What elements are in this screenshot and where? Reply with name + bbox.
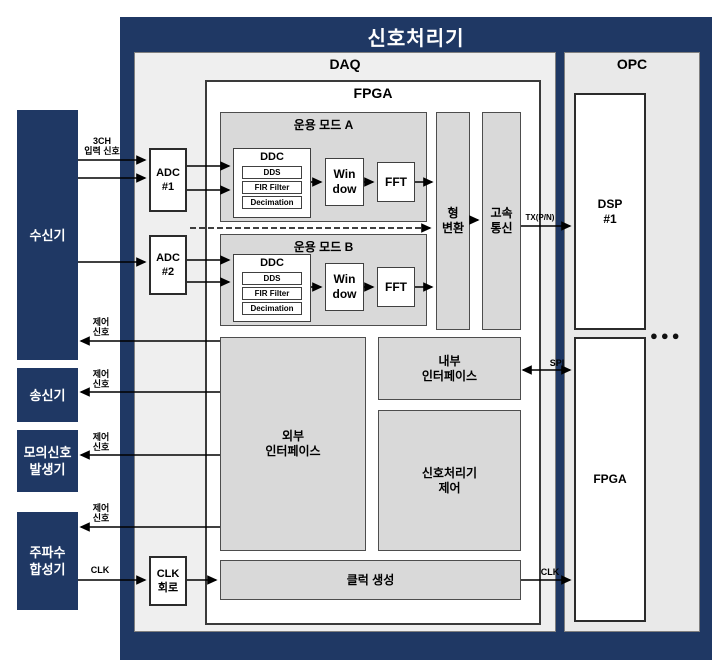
fir-filter-a-block: FIR Filter — [242, 181, 302, 194]
opc-fpga-block: FPGA — [574, 337, 646, 622]
fft-a-block: FFT — [377, 162, 415, 202]
more-units-ellipsis: ●●● — [650, 328, 683, 343]
ddc-b-block: DDC DDS FIR Filter Decimation — [233, 254, 311, 322]
adc1-block: ADC #1 — [149, 148, 187, 212]
transmitter-box: 송신기 — [17, 368, 78, 422]
high-speed-comm-block: 고속 통신 — [482, 112, 521, 330]
ddc-b-label: DDC — [260, 257, 284, 269]
ddc-a-block: DDC DDS FIR Filter Decimation — [233, 148, 311, 218]
daq-panel-label: DAQ — [329, 56, 361, 72]
internal-interface-block: 내부 인터페이스 — [378, 337, 521, 400]
signal-processor-control-block: 신호처리기 제어 — [378, 410, 521, 551]
label-3ch-input: 3CH 입력 신호 — [84, 136, 120, 156]
clk-circuit-block: CLK 회로 — [149, 556, 187, 606]
decimation-a-block: Decimation — [242, 196, 302, 209]
clock-generation-block: 클럭 생성 — [220, 560, 521, 600]
mode-a-title: 운용 모드 A — [293, 118, 354, 132]
label-tx-pn: TX(P/N) — [525, 213, 555, 222]
label-clk-out: CLK — [540, 567, 560, 577]
dds-b-block: DDS — [242, 272, 302, 285]
external-interface-block: 외부 인터페이스 — [220, 337, 366, 551]
adc2-block: ADC #2 — [149, 235, 187, 295]
dds-a-block: DDS — [242, 166, 302, 179]
mode-b-title: 운용 모드 B — [293, 240, 354, 254]
label-control-signal-4: 제어 신호 — [92, 503, 110, 523]
receiver-box: 수신기 — [17, 110, 78, 360]
label-spi: SPI — [549, 358, 565, 368]
label-control-signal-3: 제어 신호 — [92, 432, 110, 452]
fir-filter-b-block: FIR Filter — [242, 287, 302, 300]
sim-signal-generator-box: 모의신호 발생기 — [17, 430, 78, 492]
label-clk-in: CLK — [90, 565, 110, 575]
window-a-block: Win dow — [325, 158, 364, 206]
page-title: 신호처리기 — [367, 28, 465, 50]
window-b-block: Win dow — [325, 263, 364, 311]
fpga-panel-label: FPGA — [353, 85, 393, 101]
label-control-signal-1: 제어 신호 — [92, 317, 110, 337]
opc-panel-label: OPC — [616, 56, 648, 72]
label-control-signal-2: 제어 신호 — [92, 369, 110, 389]
ddc-a-label: DDC — [260, 151, 284, 163]
dsp1-block: DSP #1 — [574, 93, 646, 330]
decimation-b-block: Decimation — [242, 302, 302, 315]
format-conversion-block: 형 변환 — [436, 112, 470, 330]
freq-synthesizer-box: 주파수 합성기 — [17, 512, 78, 610]
fft-b-block: FFT — [377, 267, 415, 307]
